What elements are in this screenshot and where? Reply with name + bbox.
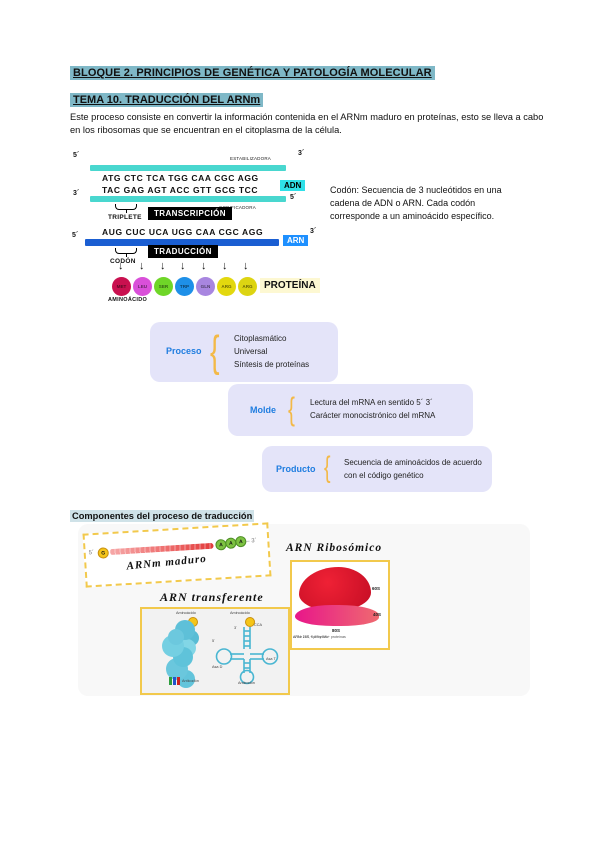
dna-coding-sequence: ATG CTC TCA TGG CAA CGC AGG (102, 173, 259, 183)
node-items: Lectura del mRNA en sentido 5´ 3´ Caráct… (310, 396, 435, 422)
node-items: Secuencia de aminoácidos de acuerdo con … (344, 456, 484, 482)
node-items: Citoplasmático Universal Síntesis de pro… (234, 332, 309, 371)
amino-acid-trp: TRP (175, 277, 194, 296)
down-arrow-icon: ↓ (243, 260, 249, 272)
three-prime-label: 3´ (73, 190, 80, 197)
brace-icon: { (324, 451, 331, 484)
ribosome-small-subunit (295, 605, 379, 626)
triplete-label: TRIPLETE (108, 214, 142, 221)
asa-t-label: Asa T (266, 657, 276, 661)
rna-sequence: AUG CUC UCA UGG CAA CGC AGG (102, 227, 264, 237)
transcription-translation-diagram: 5´ ESTABILIZADORA 3´ ATG CTC TCA TGG CAA… (72, 148, 322, 312)
cap-g-icon: G (97, 547, 110, 559)
down-arrow-icon: ↓ (160, 260, 166, 272)
mrna-caption: ARNm maduro (126, 552, 208, 573)
amino-acid-caption: AMINOÁCIDO (108, 297, 148, 303)
anticodon-label: Anticodón (238, 681, 255, 685)
down-arrow-icon: ↓ (139, 260, 145, 272)
translation-badge: TRADUCCIÓN (148, 245, 218, 258)
five-prime-label: 5´ (290, 194, 297, 201)
node-item: Lectura del mRNA en sentido 5´ 3´ (310, 398, 433, 407)
codon-definition-note: Codón: Secuencia de 3 nucleótidos en una… (330, 185, 502, 221)
down-arrow-icon: ↓ (222, 260, 228, 272)
rna-strand (85, 239, 279, 246)
trna-card: Aminoácido Anticodón Aminoácido CCA 3´ 5… (140, 607, 290, 695)
transcription-badge: TRANSCRIPCIÓN (148, 207, 232, 220)
whole-ribosome-label: 80S (332, 628, 341, 633)
five-prime-label: 5´ (88, 550, 95, 557)
anticodon-bar-blue (173, 677, 176, 685)
amino-acid-ser: SER (154, 277, 173, 296)
node-label: Proceso (166, 346, 202, 356)
three-prime-label: 3´ (310, 228, 317, 235)
intro-paragraph: Este proceso consiste en convertir la in… (70, 112, 544, 135)
five-prime-label: 5´ (212, 639, 216, 643)
dna-strand-top (90, 165, 286, 171)
mindmap-node-producto: Producto { Secuencia de aminoácidos de a… (262, 446, 492, 492)
adn-tag: ADN (280, 180, 306, 191)
small-subunit-label: 40S (373, 612, 382, 617)
trna-3d-model (168, 629, 184, 645)
anticodon-bar-red (177, 677, 180, 685)
node-label: Molde (250, 405, 276, 415)
dna-strand-bottom (90, 196, 286, 202)
down-arrow-icon: ↓ (180, 260, 186, 272)
topic-heading: TEMA 10. TRADUCCIÓN DEL ARNm (70, 93, 264, 107)
large-subunit-label: 60S (372, 586, 381, 591)
three-prime-label: – 3´ (246, 538, 257, 545)
down-arrow-icon: ↓ (118, 260, 124, 272)
five-prime-label: 5´ (73, 152, 80, 159)
node-item: Síntesis de proteínas (234, 360, 310, 369)
amino-acid-gln: GLN (196, 277, 215, 296)
codon-brace (115, 248, 137, 257)
brace-icon: { (288, 391, 295, 427)
node-item: Carácter monocistrónico del mRNA (310, 411, 436, 420)
amino-acid-leu: LEU (133, 277, 152, 296)
rrna-title: ARN Ribosómico (286, 542, 383, 554)
mindmap-node-molde: Molde { Lectura del mRNA en sentido 5´ 3… (228, 384, 473, 436)
amino-acid-ball-icon (188, 617, 198, 627)
mindmap-node-proceso: Proceso { Citoplasmático Universal Sínte… (150, 322, 338, 382)
dna-template-sequence: TAC GAG AGT ACC GTT GCG TCC (102, 185, 259, 195)
three-prime-label: 3´ (234, 626, 238, 630)
down-arrow-icon: ↓ (201, 260, 207, 272)
anticodon-label: Anticodón (182, 679, 199, 683)
brace-icon: { (210, 327, 220, 376)
trna-cloverleaf-diagram (215, 617, 279, 685)
ribosome-large-subunit (299, 567, 371, 611)
five-prime-label: 5´ (72, 232, 79, 239)
poly-a-icon: A (234, 535, 247, 548)
amino-acid-label: Aminoácido (176, 611, 196, 615)
cca-label: CCA (254, 623, 263, 627)
codon-label: CODÓN (110, 258, 136, 265)
node-item: Citoplasmático (234, 334, 287, 343)
arn-tag: ARN (283, 235, 309, 246)
trna-title: ARN transferente (160, 590, 264, 604)
protein-label: PROTEÍNA (260, 278, 320, 293)
node-item: Universal (234, 347, 268, 356)
node-item: Secuencia de aminoácidos de acuerdo con … (344, 458, 482, 480)
amino-acid-arg: ARG (238, 277, 257, 296)
amino-acid-label: Aminoácido (230, 611, 250, 615)
components-section-title: Componentes del proceso de traducción (70, 510, 255, 522)
strand-top-label: ESTABILIZADORA (230, 156, 271, 161)
asa-d-label: Asa D (212, 665, 223, 669)
block-heading: BLOQUE 2. PRINCIPIOS DE GENÉTICA Y PATOL… (70, 66, 435, 80)
anticodon-bar-green (169, 677, 172, 685)
three-prime-label: 3´ (298, 150, 305, 157)
amino-acid-arg: ARG (217, 277, 236, 296)
triplet-brace (115, 204, 137, 213)
rrna-card: 60S 40S 80S ARNr 28S, 5.8S y 5S + proteí… (290, 560, 390, 650)
strand-bottom-label: CODIFICADORA (219, 205, 256, 210)
amino-acid-met: MET (112, 277, 131, 296)
mrna-maduro-card: 5´ G A A A – 3´ ARNm maduro (82, 522, 272, 588)
node-label: Producto (276, 464, 316, 474)
